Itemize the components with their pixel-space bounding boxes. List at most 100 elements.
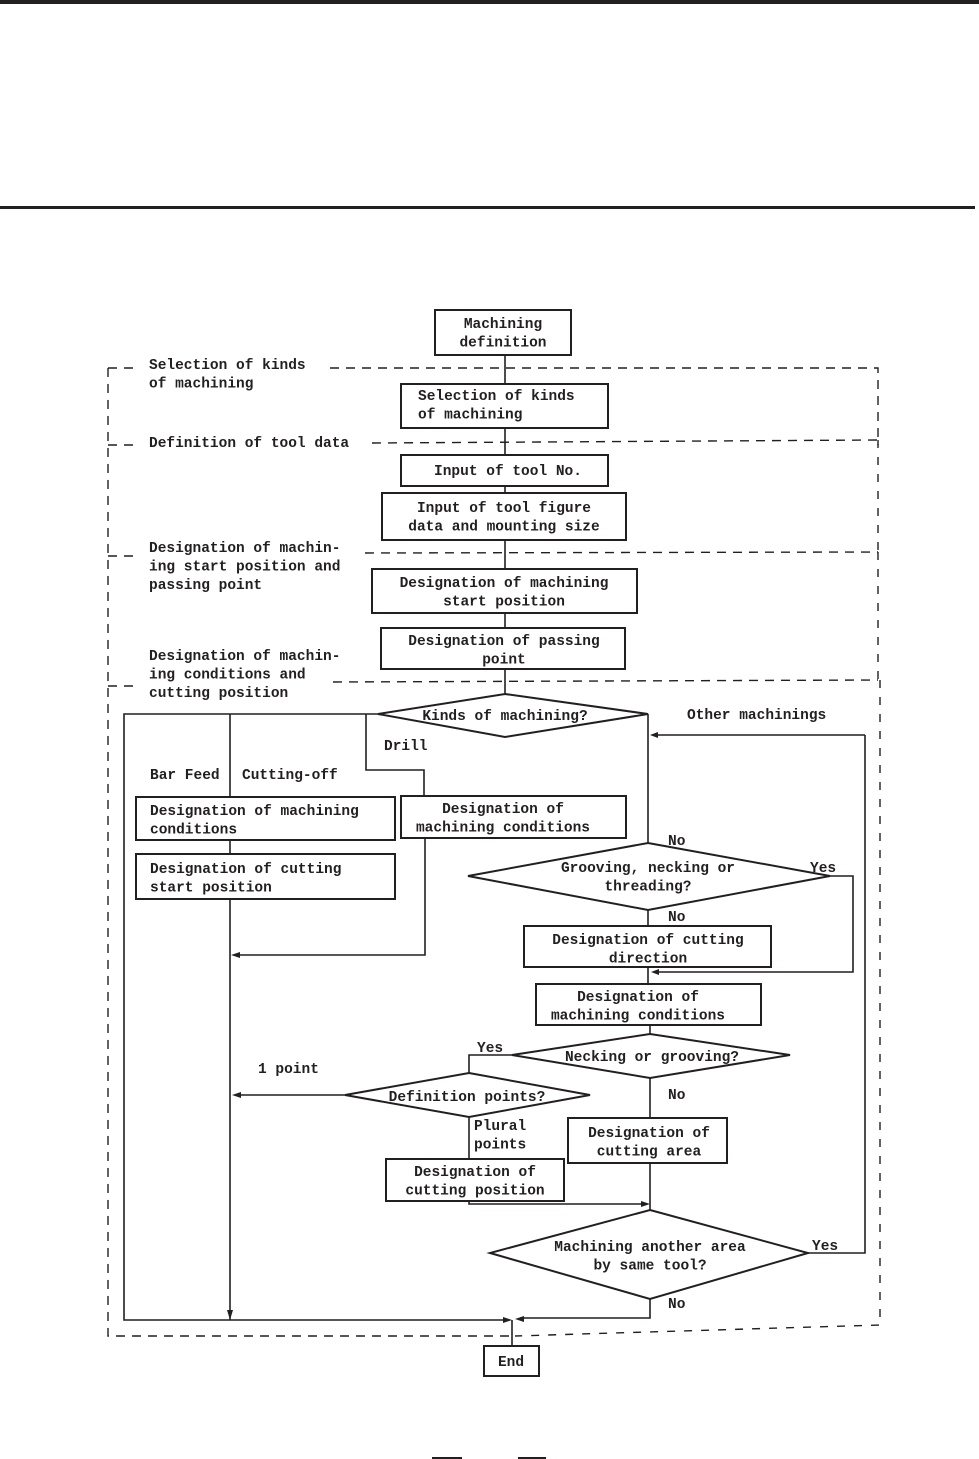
box-cutting-position-text: Designation of cutting position: [405, 1165, 544, 1200]
arrow-head: [503, 1317, 512, 1323]
frame-divider-1: [330, 367, 879, 445]
label-one-point: 1 point: [258, 1062, 319, 1078]
arrow-head: [641, 1201, 650, 1207]
frame-divider-3: [364, 551, 879, 554]
box-left-machining-conditions[interactable]: Designation of machining conditions: [135, 796, 396, 841]
decision-definition-points[interactable]: Definition points?: [344, 1071, 591, 1119]
text-line: Grooving, necking or: [561, 861, 735, 877]
section-label-tool-data: Definition of tool data: [149, 436, 349, 452]
text-line: Definition of tool data: [149, 436, 349, 452]
box-input-tool-no-text: Input of tool No.: [434, 464, 582, 480]
text-line: definition: [459, 336, 546, 352]
box-right-machining-conditions[interactable]: Designation of machining conditions: [535, 983, 762, 1026]
section-label-selection: Selection of kinds of machining: [149, 358, 306, 393]
frame-divider-2: [371, 439, 879, 444]
text-line: Input of tool figure: [417, 501, 591, 517]
label-yes: Yes: [477, 1041, 503, 1057]
box-left-machining-conditions-text: Designation of machining conditions: [150, 804, 359, 839]
text-line: ing conditions and: [149, 668, 306, 684]
text-line: Kinds of machining?: [422, 709, 587, 725]
box-right-machining-conditions-text: Designation of machining conditions: [551, 990, 725, 1025]
decision-necking-or-grooving[interactable]: Necking or grooving?: [511, 1032, 791, 1080]
text-line: ing start position and: [149, 560, 340, 576]
box-end[interactable]: End: [483, 1345, 540, 1377]
label-yes: Yes: [810, 861, 836, 877]
text-line: Designation of machining: [150, 804, 359, 820]
text-line: Machining: [464, 317, 542, 333]
text-line: Machining another area: [554, 1240, 746, 1256]
label-no: No: [668, 1088, 686, 1104]
label-drill: Drill: [384, 739, 428, 755]
box-cutting-direction[interactable]: Designation of cutting direction: [523, 925, 772, 968]
text-line: of machining: [149, 377, 253, 393]
text-line: cutting position: [405, 1184, 544, 1200]
arrow-head: [515, 1316, 524, 1322]
text-line: Designation of: [577, 990, 699, 1006]
section-label-cutting-position: Designation of machin-ing conditions and…: [149, 649, 340, 702]
text-line: Designation of machining: [400, 576, 609, 592]
text-line: by same tool?: [593, 1259, 706, 1275]
label-no: No: [668, 834, 686, 850]
text-line: Selection of kinds: [149, 358, 306, 374]
text-line: Designation of cutting: [552, 933, 743, 949]
frame-right-4: [514, 680, 881, 1337]
text-line: direction: [609, 952, 687, 968]
text-line: machining conditions: [416, 821, 590, 837]
arrow-head: [650, 732, 658, 738]
text-line: cutting area: [597, 1145, 702, 1161]
decision-another-area[interactable]: Machining another area by same tool?: [486, 1208, 812, 1301]
top-rule: [0, 0, 979, 4]
grooving-yes-line: [655, 875, 854, 973]
box-input-tool-no[interactable]: Input of tool No.: [400, 454, 609, 487]
decision-necking-text: Necking or grooving?: [565, 1050, 739, 1066]
text-line: machining conditions: [551, 1009, 725, 1025]
text-line: passing point: [149, 578, 262, 594]
arrow-head: [232, 1092, 241, 1098]
footer-mark-left: [432, 1457, 462, 1459]
box-cutting-position[interactable]: Designation of cutting position: [385, 1158, 565, 1202]
text-line: Plural: [474, 1119, 527, 1135]
branch-bar-feed-line: [123, 713, 505, 1321]
text-line: Definition points?: [389, 1090, 546, 1106]
text-line: Necking or grooving?: [565, 1050, 739, 1066]
text-line: start position: [150, 881, 272, 897]
frame-left: [107, 368, 515, 1337]
box-input-tool-figure[interactable]: Input of tool figure data and mounting si…: [381, 492, 627, 541]
section-label-start-position: Designation of machin-ing start position…: [149, 541, 340, 594]
arrow-head: [651, 969, 659, 975]
text-line: of machining: [418, 408, 522, 424]
text-line: Designation of machin-: [149, 541, 340, 557]
necking-yes-line: [468, 1054, 512, 1074]
arrow-head: [227, 1310, 233, 1320]
another-area-yes-line: [808, 735, 866, 1254]
decision-kinds-of-machining[interactable]: Kinds of machining?: [377, 692, 649, 739]
label-plural-points: Plural points: [474, 1119, 527, 1154]
arrow-head: [231, 952, 240, 958]
frame-divider-4: [332, 679, 879, 683]
text-line: points: [474, 1138, 526, 1154]
box-machining-definition[interactable]: Machining definition: [434, 309, 572, 356]
text-line: point: [482, 653, 526, 669]
label-no: No: [668, 910, 686, 926]
decision-another-area-text: Machining another area by same tool?: [554, 1240, 746, 1275]
section-frames: [107, 367, 881, 1337]
drill-return-line: [234, 838, 426, 956]
text-line: conditions: [150, 823, 237, 839]
decision-kinds-text: Kinds of machining?: [422, 709, 587, 725]
text-line: Designation of: [414, 1165, 536, 1181]
text-line: data and mounting size: [408, 520, 599, 536]
footer-mark-right: [518, 1457, 546, 1459]
